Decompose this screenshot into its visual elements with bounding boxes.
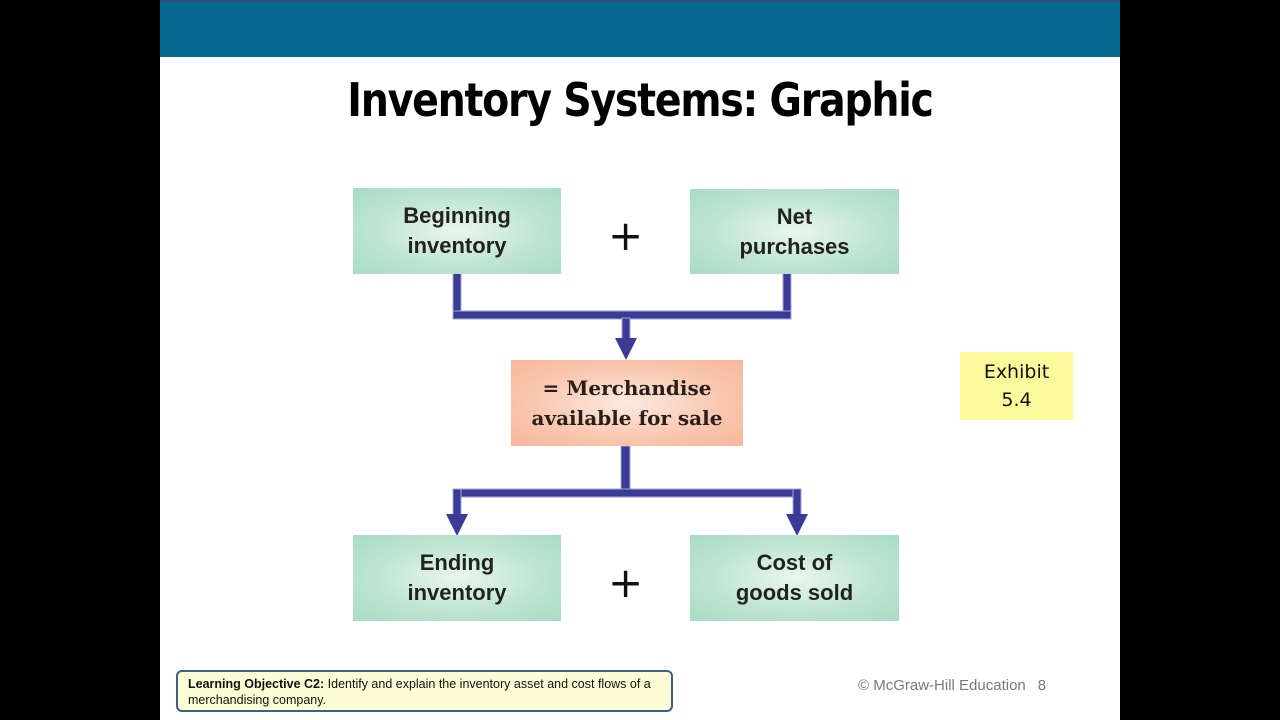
page-number: 8 — [1037, 677, 1047, 694]
ending-inventory-box: Ending inventory — [353, 535, 561, 621]
box-label: Cost of — [756, 550, 833, 575]
box-label: = Merchandise — [542, 376, 712, 400]
arrow-down-icon — [786, 514, 808, 536]
learning-objective-text: Identify and explain the inventory asset… — [188, 677, 651, 707]
box-label: goods sold — [735, 580, 854, 605]
plus-operator: + — [608, 558, 644, 607]
box-label: purchases — [739, 233, 850, 259]
flow-connectors — [446, 272, 808, 536]
exhibit-label: Exhibit 5.4 — [960, 352, 1073, 420]
plus-operator: + — [608, 211, 644, 260]
footer: © McGraw-Hill Education 8 — [858, 677, 1046, 694]
copyright-text: © McGraw-Hill Education — [858, 677, 1026, 694]
split-connector — [452, 445, 802, 516]
learning-objective-label: Learning Objective C2: — [188, 677, 325, 691]
box-label: inventory — [407, 580, 507, 605]
net-purchases-box: Net purchases — [690, 189, 899, 274]
cost-of-goods-sold-box: Cost of goods sold — [690, 535, 899, 621]
beginning-inventory-box: Beginning inventory — [353, 188, 561, 274]
header-bar — [160, 0, 1120, 57]
box-label: Beginning — [403, 203, 511, 228]
slide: Inventory Systems: Graphic Beginning inve… — [160, 0, 1120, 720]
box-label: inventory — [407, 233, 507, 258]
arrow-down-icon — [446, 514, 468, 536]
box-label: Net — [776, 203, 813, 229]
exhibit-number: 5.4 — [1001, 389, 1032, 411]
learning-objective-box: Learning Objective C2: Identify and expl… — [176, 670, 673, 712]
merge-connector — [452, 272, 792, 341]
arrow-down-icon — [615, 338, 637, 360]
exhibit-title: Exhibit — [983, 361, 1050, 383]
box-label: Ending — [419, 550, 495, 575]
merchandise-available-box: = Merchandise available for sale — [511, 360, 743, 446]
slide-title: Inventory Systems: Graphic — [347, 73, 934, 127]
box-label: available for sale — [531, 406, 723, 430]
